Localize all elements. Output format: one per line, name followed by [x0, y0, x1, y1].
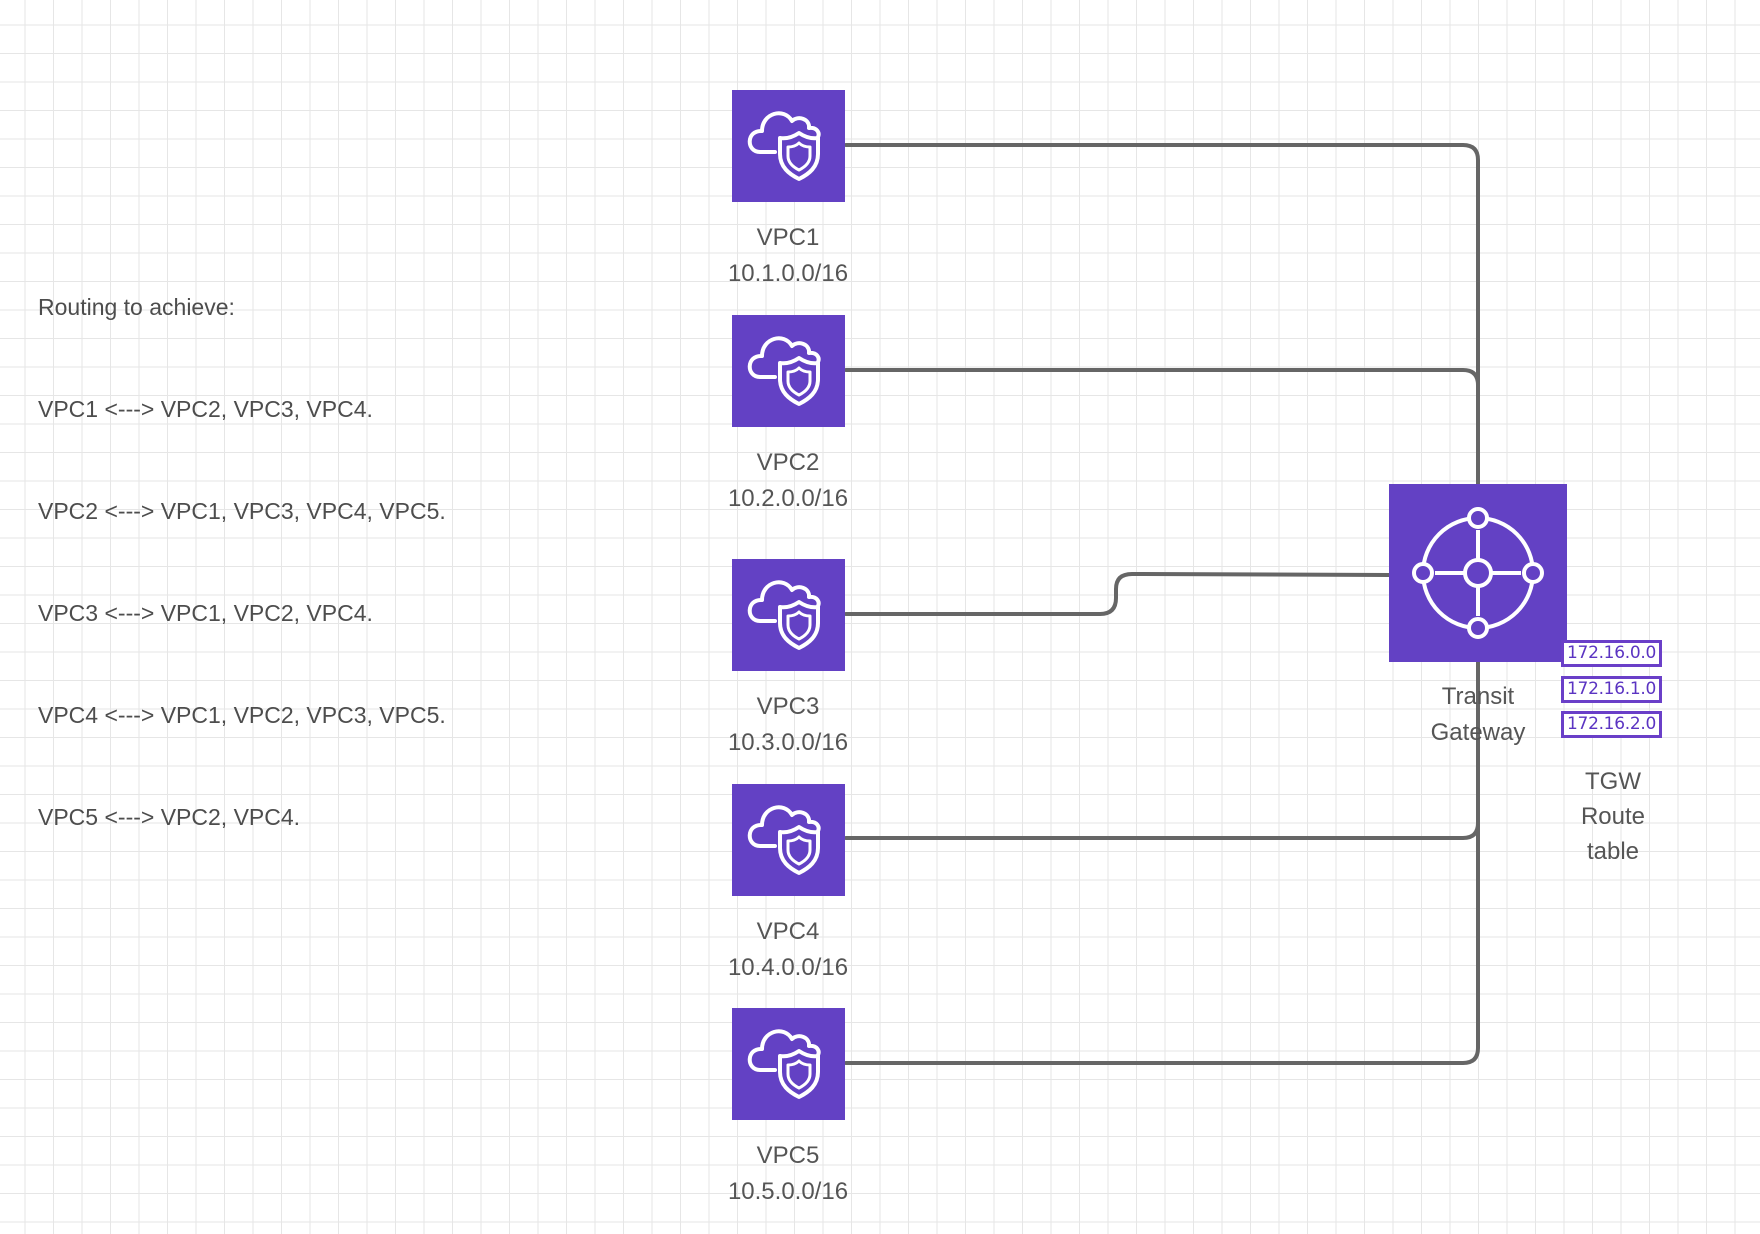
vpc-label-1: VPC1 10.1.0.0/16: [698, 220, 878, 292]
routing-note-line: VPC3 <---> VPC1, VPC2, VPC4.: [38, 600, 373, 626]
vpc-name: VPC3: [756, 693, 820, 720]
connector-vpc2-tgw: [844, 368, 1480, 486]
route-table-label-line: TGW: [1585, 768, 1641, 795]
vpc-label-5: VPC5 10.5.0.0/16: [698, 1138, 878, 1210]
vpc-node-2[interactable]: [732, 315, 845, 427]
vpc-node-3[interactable]: [732, 559, 845, 671]
transit-gateway-node[interactable]: [1389, 484, 1567, 662]
routing-note-line: VPC5 <---> VPC2, VPC4.: [38, 804, 301, 830]
connector-vpc3-tgw: [844, 572, 1391, 616]
route-table-entry[interactable]: 172.16.0.0: [1561, 640, 1662, 667]
vpc-name: VPC5: [756, 1142, 820, 1169]
vpc-name: VPC1: [756, 224, 820, 251]
vpc-node-1[interactable]: [732, 90, 845, 202]
vpc-name: VPC4: [756, 918, 820, 945]
routing-note-line: VPC1 <---> VPC2, VPC3, VPC4.: [38, 396, 373, 422]
route-table-label-line: Route: [1580, 803, 1646, 830]
vpc-cidr: 10.4.0.0/16: [727, 954, 849, 981]
vpc-label-4: VPC4 10.4.0.0/16: [698, 914, 878, 986]
routing-note-line: VPC2 <---> VPC1, VPC3, VPC4, VPC5.: [38, 498, 446, 524]
vpc-cidr: 10.3.0.0/16: [727, 729, 849, 756]
routing-notes: Routing to achieve: VPC1 <---> VPC2, VPC…: [38, 222, 446, 868]
vpc-cidr: 10.5.0.0/16: [727, 1178, 849, 1205]
vpc-cidr: 10.1.0.0/16: [727, 260, 849, 287]
routing-notes-title: Routing to achieve:: [38, 294, 235, 320]
vpc-cidr: 10.2.0.0/16: [727, 485, 849, 512]
routing-note-line: VPC4 <---> VPC1, VPC2, VPC3, VPC5.: [38, 702, 446, 728]
route-table-entry[interactable]: 172.16.2.0: [1561, 711, 1662, 738]
route-table-label-line: table: [1586, 838, 1640, 865]
transit-gateway-label: Transit Gateway: [1388, 679, 1568, 751]
vpc-node-4[interactable]: [732, 784, 845, 896]
route-table-label: TGW Route table: [1553, 764, 1673, 869]
route-table-entry[interactable]: 172.16.1.0: [1561, 676, 1662, 703]
vpc-name: VPC2: [756, 449, 820, 476]
connectors: [844, 143, 1480, 1065]
transit-gateway-label-line: Gateway: [1430, 719, 1526, 746]
connector-vpc5-tgw: [844, 660, 1480, 1065]
vpc-label-3: VPC3 10.3.0.0/16: [698, 689, 878, 761]
connector-vpc4-tgw: [844, 660, 1480, 840]
connector-vpc1-tgw: [844, 143, 1480, 486]
vpc-label-2: VPC2 10.2.0.0/16: [698, 445, 878, 517]
transit-gateway-label-line: Transit: [1441, 683, 1515, 710]
transit-gateway-hub-icon: [1412, 507, 1544, 639]
vpc-node-5[interactable]: [732, 1008, 845, 1120]
